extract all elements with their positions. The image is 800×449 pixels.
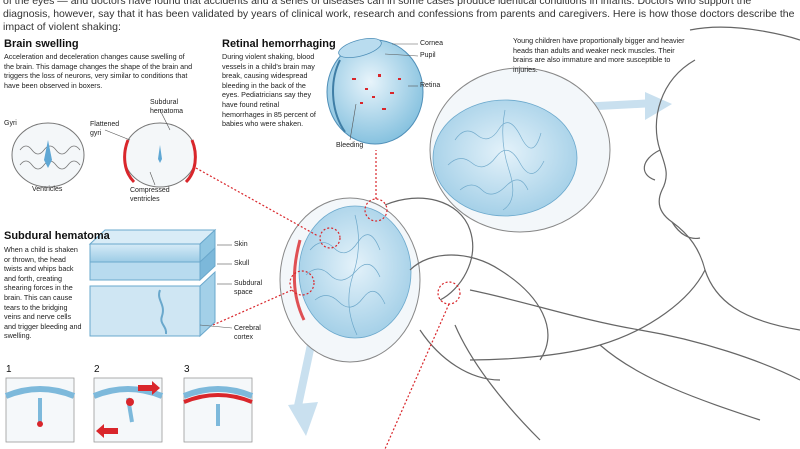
motion-arrow-down	[288, 339, 318, 436]
brain-section-normal	[11, 122, 85, 188]
label-compressed-ventricles: Compressed ventricles	[130, 187, 170, 203]
step-2-diagram	[92, 377, 164, 443]
label-ventricles: Ventricles	[32, 186, 63, 193]
brain-section-swollen	[104, 109, 197, 188]
adult-head	[429, 67, 611, 233]
baby-body	[384, 197, 549, 381]
subdural-title: Subdural hematoma	[4, 230, 110, 242]
label-flattened-gyri: Flattened gyri	[90, 121, 120, 137]
retinal-title: Retinal hemorrhaging	[222, 38, 336, 50]
label-skull: Skull	[234, 260, 250, 267]
retinal-text: During violent shaking, blood vessels in…	[222, 52, 316, 129]
label-subdural-space: Subdural space	[234, 280, 263, 296]
label-pupil: Pupil	[420, 52, 436, 59]
step-number-2: 2	[94, 364, 100, 375]
label-skin: Skin	[234, 241, 248, 248]
label-cornea: Cornea	[420, 40, 443, 47]
intro-paragraph: of the eyes — and doctors have found tha…	[3, 0, 795, 33]
eye-diagram	[326, 38, 424, 145]
brain-swelling-title: Brain swelling	[4, 38, 79, 50]
label-subdural-hematoma: Subdural hematoma	[150, 99, 184, 115]
label-retina: Retina	[420, 82, 441, 89]
baby-head	[279, 197, 421, 363]
layers-block	[88, 228, 233, 338]
step-3-diagram	[182, 377, 254, 443]
step-1-diagram	[4, 377, 76, 443]
label-gyri: Gyri	[4, 120, 17, 127]
children-note: Young children have proportionally bigge…	[513, 36, 685, 74]
step-number-3: 3	[184, 364, 190, 375]
label-cerebral-cortex: Cerebral cortex	[234, 325, 261, 341]
brain-swelling-text: Acceleration and deceleration changes ca…	[4, 52, 193, 90]
callout-markers	[195, 150, 461, 449]
adult-figure	[454, 26, 800, 441]
label-bleeding: Bleeding	[336, 142, 364, 149]
subdural-text: When a child is shaken or thrown, the he…	[4, 245, 82, 341]
step-number-1: 1	[6, 364, 12, 375]
